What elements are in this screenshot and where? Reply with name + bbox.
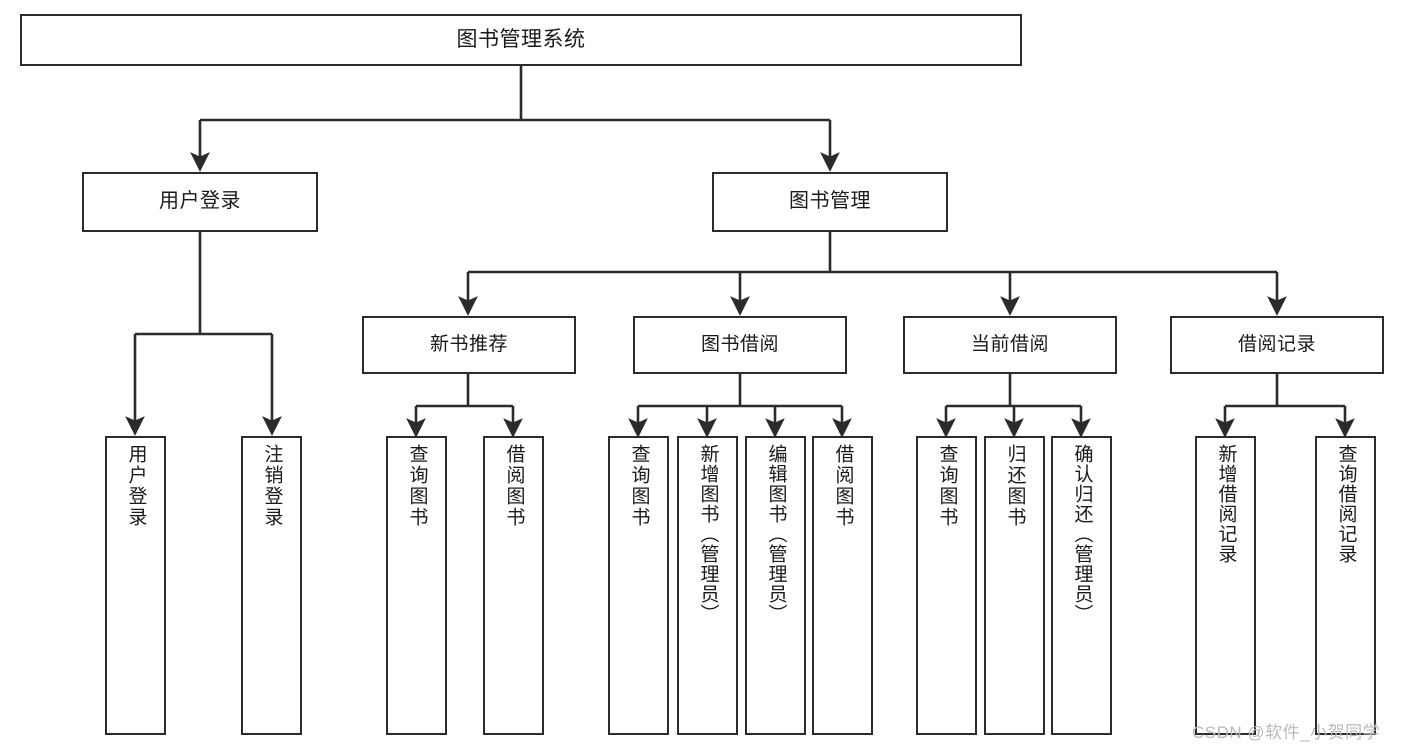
node-label: 用户登录 xyxy=(125,444,147,528)
node-label: 当前借阅 xyxy=(970,333,1049,355)
leaf-borrow-edit-book-admin[interactable]: 编辑图书（管理员） xyxy=(745,436,806,735)
leaf-recommend-borrow-book[interactable]: 借阅图书 xyxy=(483,436,544,735)
node-label: 图书管理系统 xyxy=(456,27,586,51)
leaf-user-login-login[interactable]: 用户登录 xyxy=(105,436,166,735)
node-label: 归还图书 xyxy=(1004,444,1026,528)
leaf-user-login-logout[interactable]: 注销登录 xyxy=(241,436,302,735)
node-borrow-record[interactable]: 借阅记录 xyxy=(1170,316,1384,374)
node-label: 用户登录 xyxy=(159,190,241,213)
node-user-login[interactable]: 用户登录 xyxy=(82,172,318,232)
node-label: 新增借阅记录 xyxy=(1215,444,1237,564)
watermark-text: CSDN @软件_小贺同学 xyxy=(1192,723,1381,742)
node-book-borrow[interactable]: 图书借阅 xyxy=(633,316,847,374)
node-label: 新增图书（管理员） xyxy=(697,444,719,624)
node-label: 新书推荐 xyxy=(429,333,508,355)
node-root-system[interactable]: 图书管理系统 xyxy=(20,14,1022,66)
leaf-recommend-query-book[interactable]: 查询图书 xyxy=(386,436,447,735)
node-label: 查询图书 xyxy=(628,444,650,528)
leaf-current-confirm-return-admin[interactable]: 确认归还（管理员） xyxy=(1051,436,1112,735)
node-label: 注销登录 xyxy=(261,444,283,528)
node-book-management[interactable]: 图书管理 xyxy=(712,172,948,232)
leaf-record-add-record[interactable]: 新增借阅记录 xyxy=(1195,436,1256,735)
node-label: 图书管理 xyxy=(789,190,871,213)
node-current-borrow[interactable]: 当前借阅 xyxy=(903,316,1117,374)
node-label: 确认归还（管理员） xyxy=(1071,444,1093,624)
node-label: 查询借阅记录 xyxy=(1335,444,1357,564)
node-label: 查询图书 xyxy=(936,444,958,528)
leaf-borrow-borrow-book[interactable]: 借阅图书 xyxy=(812,436,873,735)
node-new-book-recommend[interactable]: 新书推荐 xyxy=(362,316,576,374)
leaf-current-return-book[interactable]: 归还图书 xyxy=(984,436,1045,735)
leaf-borrow-add-book-admin[interactable]: 新增图书（管理员） xyxy=(677,436,738,735)
leaf-record-query-record[interactable]: 查询借阅记录 xyxy=(1315,436,1376,735)
node-label: 借阅记录 xyxy=(1237,333,1316,355)
node-label: 借阅图书 xyxy=(503,444,525,528)
node-label: 借阅图书 xyxy=(832,444,854,528)
leaf-borrow-query-book[interactable]: 查询图书 xyxy=(608,436,669,735)
node-label: 查询图书 xyxy=(406,444,428,528)
leaf-current-query-book[interactable]: 查询图书 xyxy=(916,436,977,735)
node-label: 图书借阅 xyxy=(700,333,779,355)
node-label: 编辑图书（管理员） xyxy=(765,444,787,624)
